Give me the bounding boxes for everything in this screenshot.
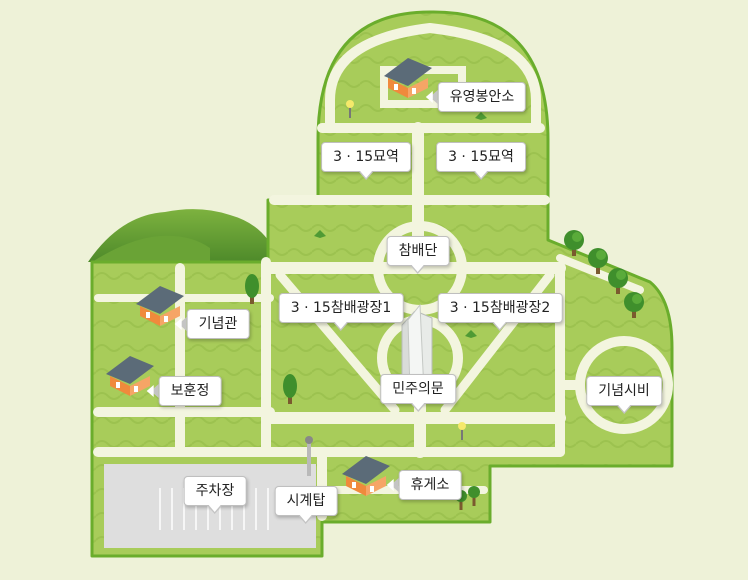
building-icon-ginyeomgwan (136, 286, 184, 326)
label-memorial-hall[interactable]: 기념관 (174, 309, 250, 339)
tree-icons (245, 230, 644, 510)
democracy-gate-monument (401, 303, 433, 393)
label-clock-tower[interactable]: 시계탑 (274, 486, 338, 524)
building-icon-bohunjeong (106, 356, 154, 396)
label-memorial-poem-stone[interactable]: 기념시비 (586, 376, 662, 414)
lamp-icons (314, 100, 487, 440)
label-yuyeong-ossuary[interactable]: 유영봉안소 (425, 82, 527, 112)
label-rest-area[interactable]: 휴게소 (386, 470, 462, 500)
label-parking[interactable]: 주차장 (183, 476, 247, 514)
label-bohun-pavilion[interactable]: 보훈정 (146, 376, 222, 406)
label-315-cemetery-1[interactable]: 3 · 15묘역 (321, 142, 411, 180)
clock-tower-icon (305, 436, 313, 476)
building-icon-yuyeong (384, 58, 432, 98)
label-memorial-plaza-2[interactable]: 3 · 15참배광장2 (437, 293, 563, 331)
label-315-cemetery-2[interactable]: 3 · 15묘역 (436, 142, 526, 180)
building-icon-restarea (342, 456, 390, 496)
label-democracy-gate[interactable]: 민주의문 (380, 374, 456, 412)
label-memorial-altar[interactable]: 참배단 (386, 236, 450, 274)
hill-decoration (88, 209, 268, 262)
label-memorial-plaza-1[interactable]: 3 · 15참배광장1 (278, 293, 404, 331)
